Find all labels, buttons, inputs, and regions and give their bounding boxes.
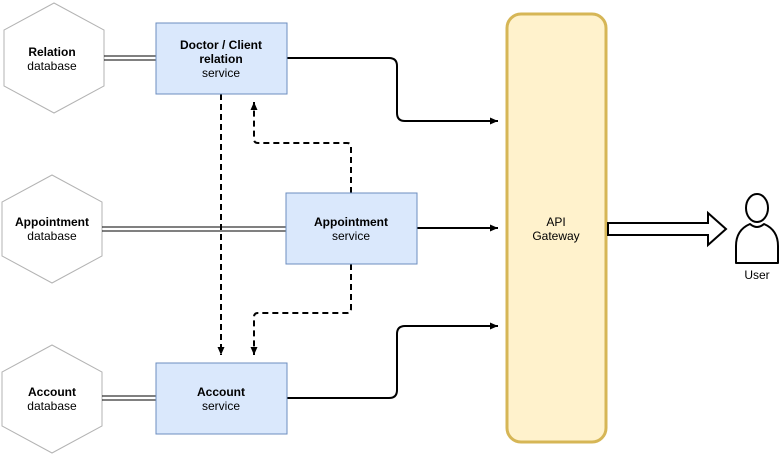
- api-gateway-line1: API: [546, 215, 565, 229]
- account-database[interactable]: Account database: [1, 344, 103, 454]
- doctor-client-service-line2: relation: [199, 52, 242, 66]
- account-database-sub: database: [27, 399, 77, 413]
- user-icon: [735, 193, 779, 264]
- doctor-client-relation-service[interactable]: Doctor / Client relation service: [155, 22, 288, 95]
- api-gateway[interactable]: API Gateway: [505, 12, 608, 444]
- relation-database-name: Relation: [28, 45, 75, 59]
- api-gateway-line2: Gateway: [532, 229, 579, 243]
- gateway-to-user-arrow: [607, 210, 728, 248]
- account-service-sub: service: [202, 399, 240, 413]
- account-database-name: Account: [28, 385, 76, 399]
- account-db-link: [102, 395, 156, 401]
- edge-relation-to-gateway: [287, 57, 498, 125]
- doctor-client-service-line1: Doctor / Client: [180, 38, 262, 52]
- edge-appointment-to-account: [250, 264, 352, 355]
- appointment-db-link: [102, 226, 286, 232]
- account-service[interactable]: Account service: [155, 362, 288, 435]
- account-service-line1: Account: [197, 385, 245, 399]
- relation-database-sub: database: [27, 59, 77, 73]
- appointment-database-sub: database: [27, 229, 77, 243]
- appointment-service-line1: Appointment: [314, 215, 388, 229]
- appointment-service-sub: service: [332, 229, 370, 243]
- relation-database[interactable]: Relation database: [3, 2, 105, 114]
- appointment-service[interactable]: Appointment service: [285, 192, 418, 265]
- relation-db-link: [104, 55, 156, 61]
- appointment-database-name: Appointment: [15, 215, 89, 229]
- user-actor[interactable]: User: [735, 193, 779, 282]
- edge-account-to-gateway: [287, 322, 498, 399]
- doctor-client-service-sub: service: [202, 66, 240, 80]
- edge-appointment-to-relation: [250, 102, 352, 193]
- user-label: User: [744, 268, 769, 282]
- appointment-database[interactable]: Appointment database: [1, 174, 103, 284]
